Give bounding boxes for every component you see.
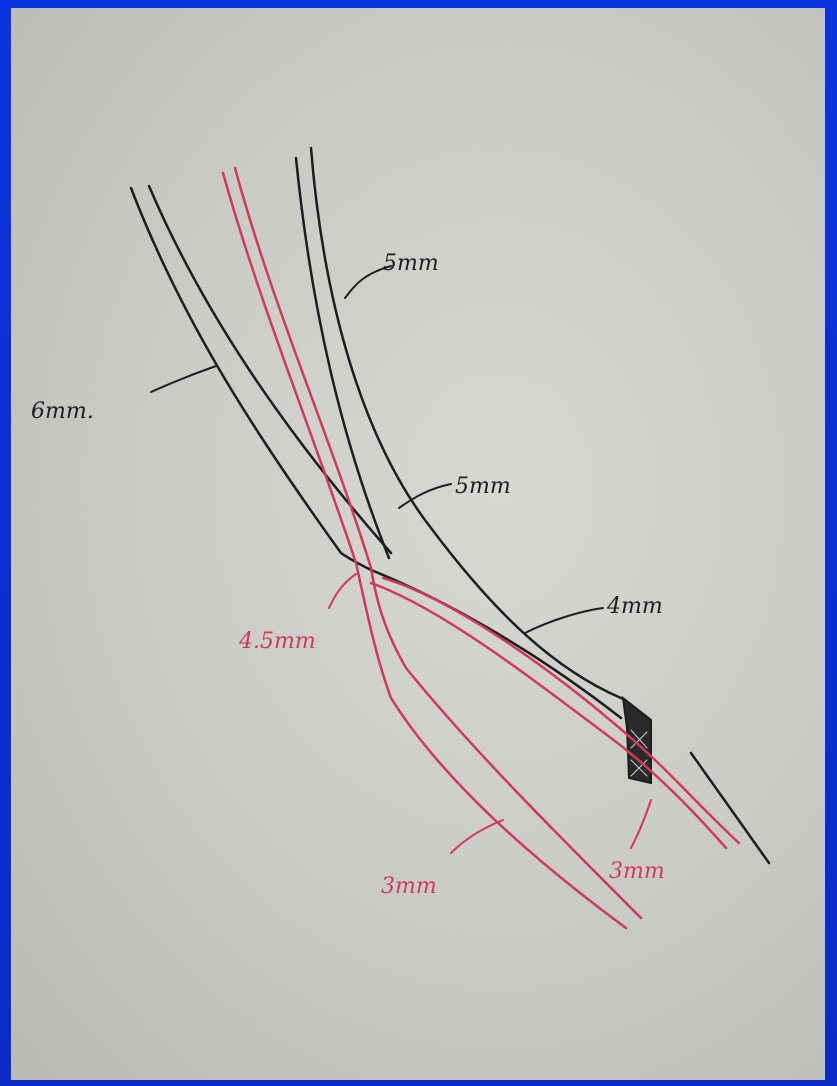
red-line-a [223, 173, 626, 928]
left-vessel-outer-line [131, 188, 371, 570]
distal-vessel-upper-line [431, 528, 636, 714]
red-lumen-lines [223, 168, 739, 928]
leader-line-5mm-mid [399, 484, 451, 508]
label-5mm-top: 5mm [383, 251, 439, 276]
leader-line-6mm [151, 366, 216, 392]
black-vessel-lines [131, 148, 769, 863]
sketch-paper: 5mm 6mm. 5mm 4mm 4.5mm 3mm 3mm [11, 8, 825, 1080]
red-line-b [235, 168, 641, 918]
red-leader-3mm-right [631, 800, 651, 848]
label-3mm-right: 3mm [609, 859, 665, 884]
leader-line-4mm [525, 608, 603, 633]
label-6mm: 6mm. [31, 399, 94, 424]
label-5mm-mid: 5mm [455, 474, 511, 499]
right-vessel-right-line [311, 148, 431, 528]
label-4mm: 4mm [606, 594, 663, 619]
left-vessel-inner-line [149, 186, 391, 553]
distal-vessel-lower-line [371, 570, 621, 718]
label-3mm-left: 3mm [381, 874, 437, 899]
right-vessel-left-line [296, 158, 389, 558]
vessel-sketch: 5mm 6mm. 5mm 4mm 4.5mm 3mm 3mm [11, 8, 825, 1080]
red-leader-4-5mm [329, 574, 356, 608]
red-leader-3mm-left [451, 820, 503, 853]
label-4-5mm: 4.5mm [238, 629, 316, 654]
